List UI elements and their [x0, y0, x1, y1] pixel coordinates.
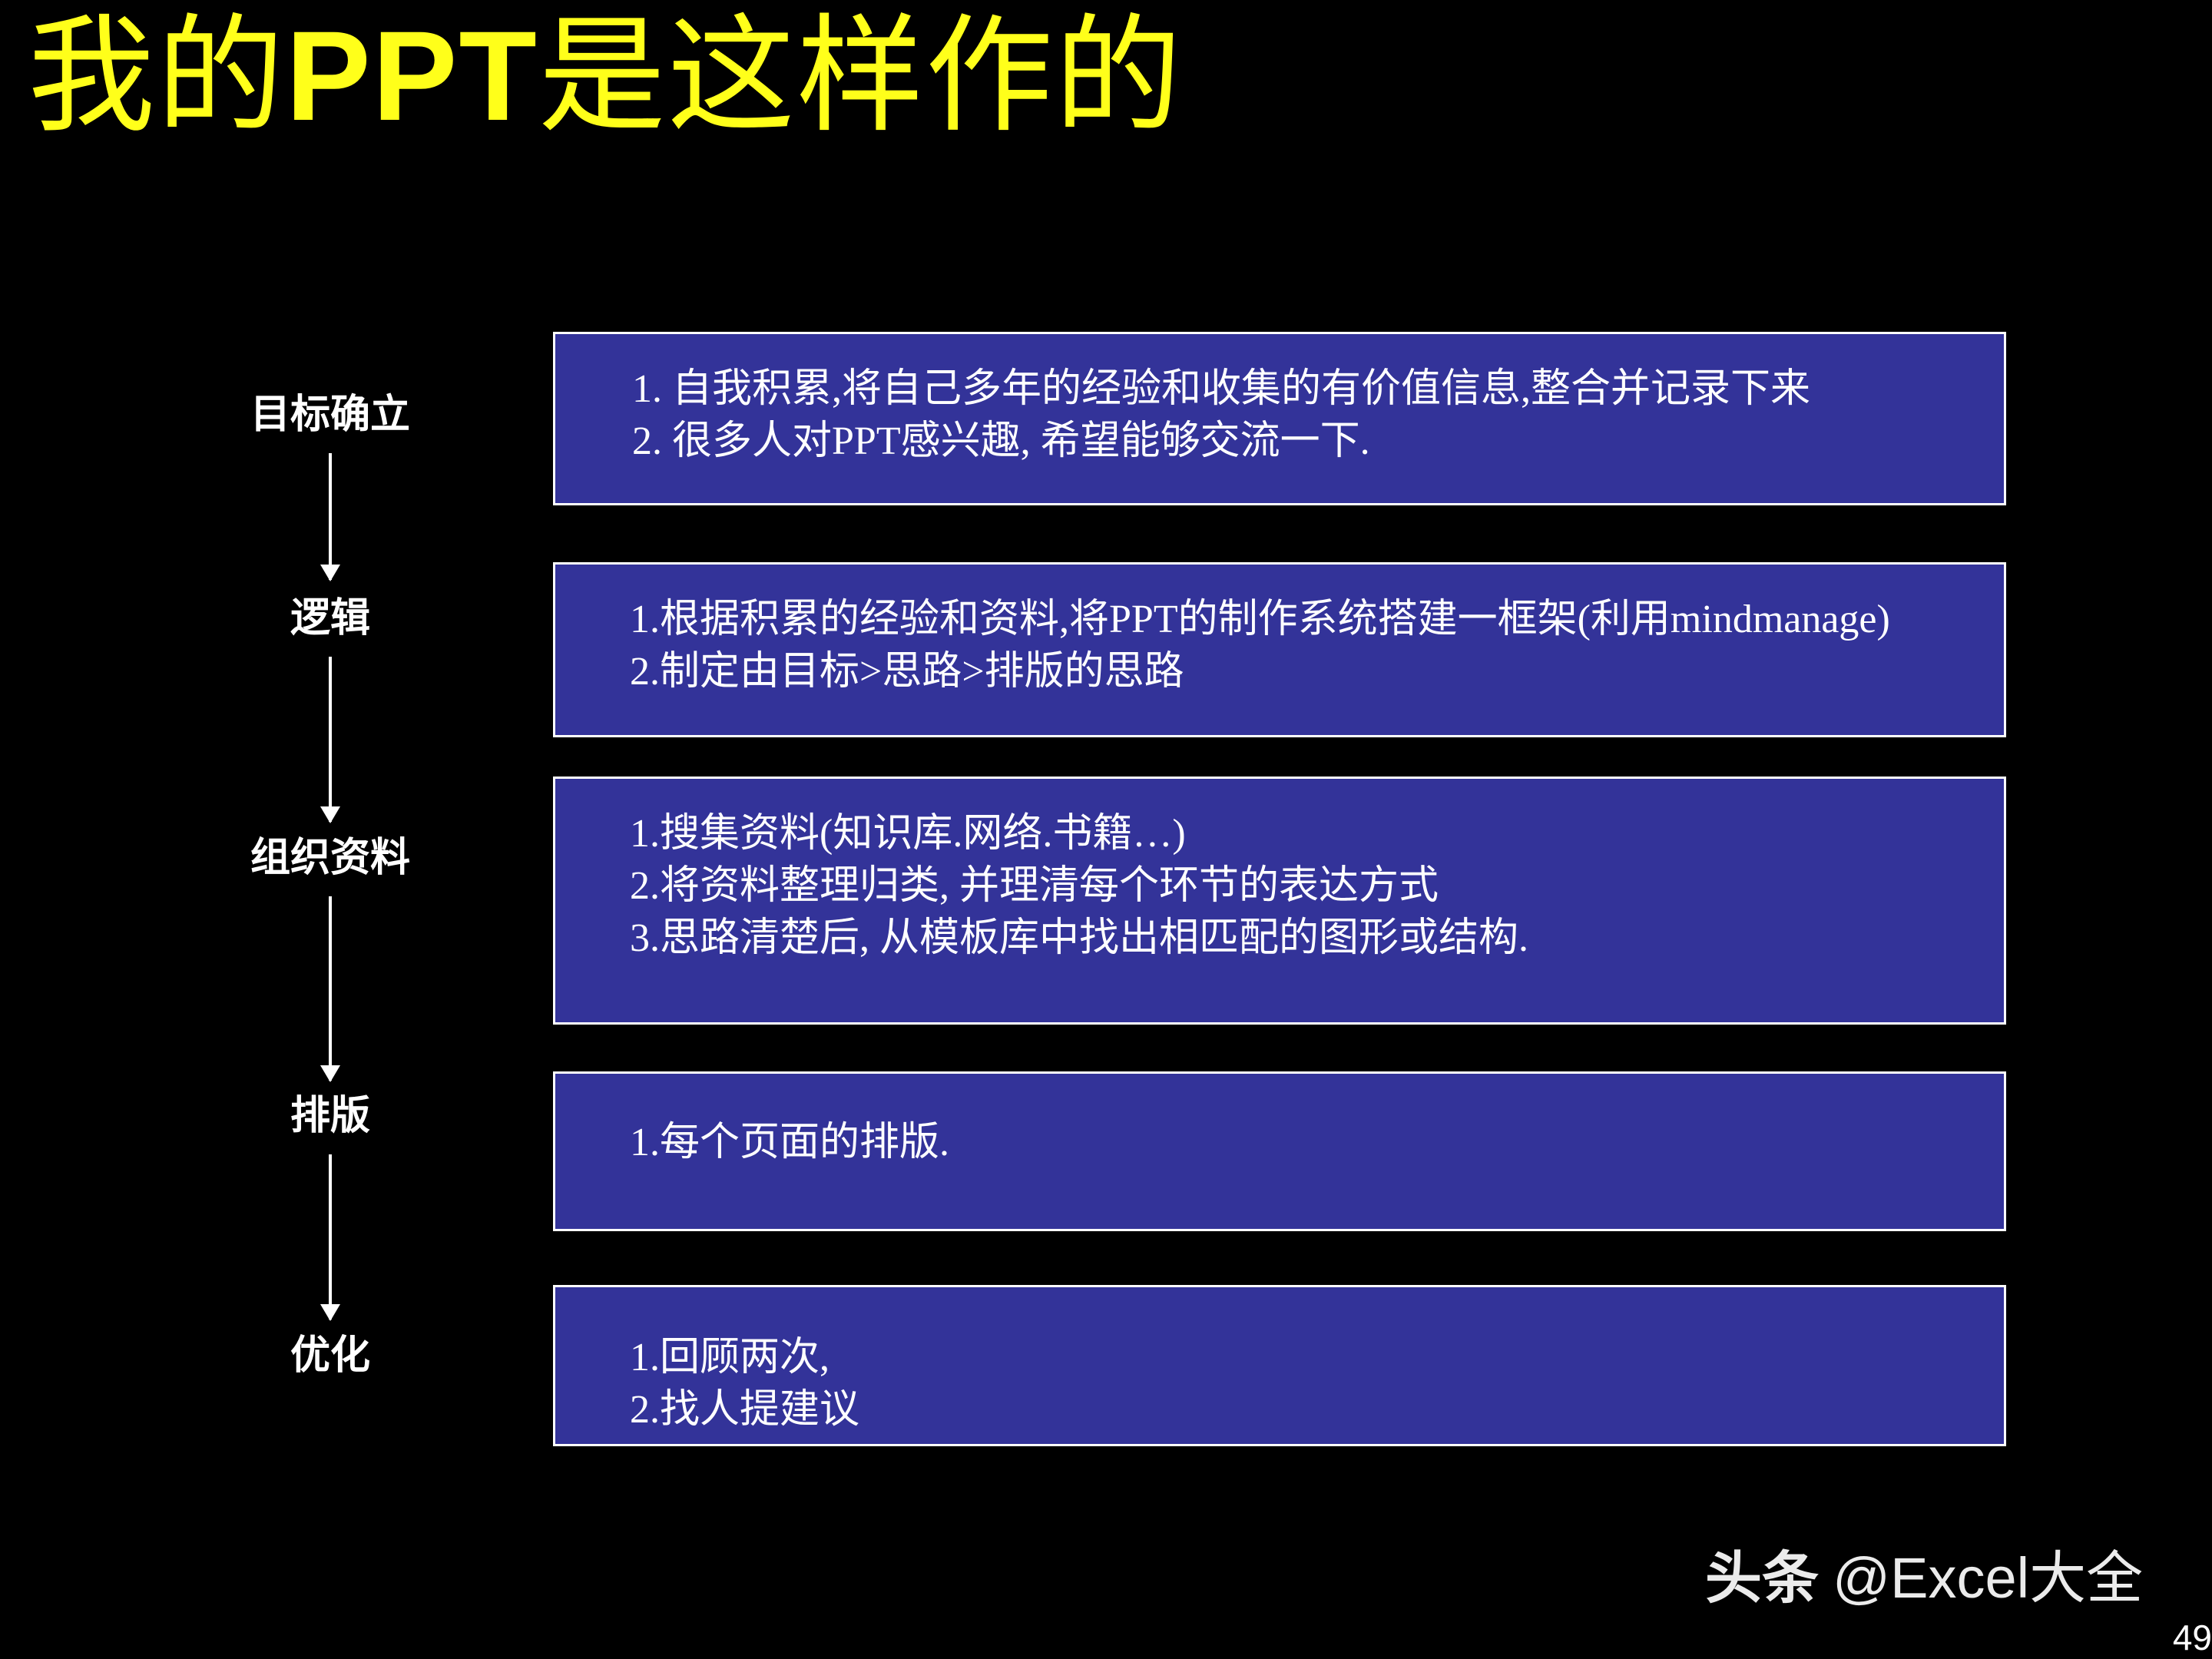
step-box-materials: 1.搜集资料(知识库.网络.书籍…) 2.将资料整理归类, 并理清每个环节的表达… [553, 777, 2006, 1025]
title-suffix: 是这样作的 [538, 5, 1184, 147]
step-line: 3.思路清楚后, 从模板库中找出相匹配的图形或结构. [630, 916, 1529, 960]
step-line: 2.制定由目标>思路>排版的思路 [630, 650, 1184, 694]
step-label-optimize: 优化 [290, 1333, 370, 1379]
flow-arrow [320, 896, 340, 1082]
step-line: 1.搜集资料(知识库.网络.书籍…) [630, 812, 1186, 856]
watermark-handle: @Excel大全 [1833, 1546, 2144, 1610]
flow-arrow [320, 657, 340, 823]
step-line: 1.回顾两次, [630, 1336, 830, 1379]
step-line: 1.根据积累的经验和资料,将PPT的制作系统搭建一框架(利用mindmanage… [630, 598, 1890, 641]
step-line: 2.将资料整理归类, 并理清每个环节的表达方式 [630, 864, 1439, 908]
step-label-logic: 逻辑 [290, 595, 370, 641]
watermark: 头条@Excel大全 [1705, 1544, 2143, 1613]
title-emphasis: PPT [286, 5, 538, 147]
flow-arrow [320, 1154, 340, 1321]
step-line: 1.每个页面的排版. [630, 1121, 950, 1164]
step-box-logic: 1.根据积累的经验和资料,将PPT的制作系统搭建一框架(利用mindmanage… [553, 562, 2006, 737]
step-box-optimize: 1.回顾两次, 2.找人提建议 [553, 1285, 2006, 1446]
step-label-goal: 目标确立 [250, 392, 410, 438]
step-line: 2.找人提建议 [630, 1388, 860, 1432]
slide-title: 我的PPT是这样作的 [28, 0, 1184, 154]
watermark-brand: 头条 [1705, 1546, 1819, 1610]
step-line: 1. 自我积累,将自己多年的经验和收集的有价值信息,整合并记录下来 [632, 367, 1811, 411]
step-label-layout: 排版 [290, 1093, 370, 1139]
flow-arrow [320, 453, 340, 581]
step-box-layout: 1.每个页面的排版. [553, 1071, 2006, 1231]
step-line: 2. 很多人对PPT感兴趣, 希望能够交流一下. [632, 419, 1370, 463]
step-box-goal: 1. 自我积累,将自己多年的经验和收集的有价值信息,整合并记录下来 2. 很多人… [553, 332, 2006, 505]
page-number: 49 [2172, 1618, 2212, 1657]
title-prefix: 我的 [28, 5, 286, 147]
step-label-materials: 组织资料 [250, 835, 410, 881]
